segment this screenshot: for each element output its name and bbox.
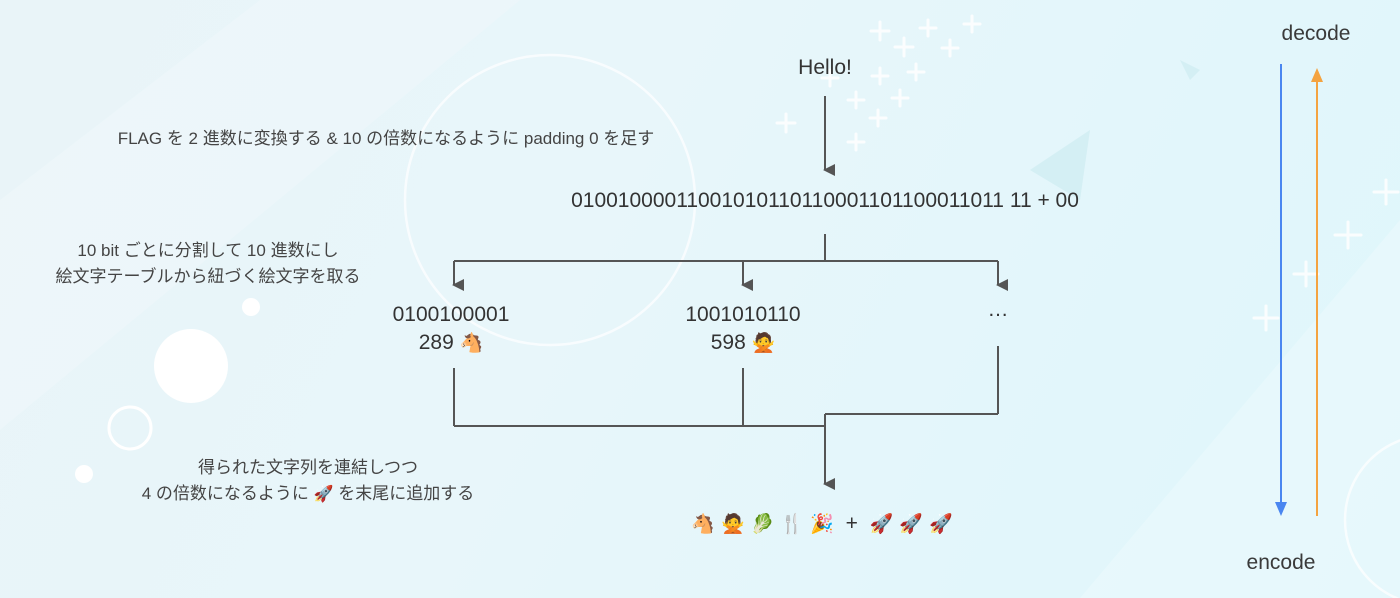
chunk-1-emoji: 🐴 (459, 332, 484, 354)
result-plus: + (845, 512, 858, 535)
note-split-line2: 絵文字テーブルから紐づく絵文字を取る (55, 267, 361, 286)
chunk-1-value-row: 289 🐴 (393, 329, 510, 357)
note-split-line1: 10 bit ごとに分割して 10 進数にし (77, 241, 339, 260)
note-join-line1: 得られた文字列を連結しつつ (198, 458, 418, 477)
chunk-ellipsis: … (987, 298, 1009, 321)
chunk-1-value: 289 (418, 331, 454, 354)
note-split: 10 bit ごとに分割して 10 進数にし 絵文字テーブルから紐づく絵文字を取… (56, 238, 361, 290)
rocket-icon: 🚀 (313, 484, 334, 503)
result-row: 🐴 🙅 🥬 🍴 🎉 + 🚀 🚀 🚀 (691, 510, 952, 538)
chunk-2-bits: 1001010110 (685, 303, 801, 326)
chunk-2: 1001010110 598 🙅 (685, 301, 800, 357)
decode-label: decode (1281, 22, 1351, 45)
chunk-1: 0100100001 289 🐴 (393, 301, 510, 357)
chunk-2-value-row: 598 🙅 (685, 329, 800, 357)
binary-line: 01001000011001010110110001101100011011 1… (571, 189, 1079, 212)
source-text: Hello! (798, 56, 852, 79)
encode-label: encode (1246, 551, 1316, 574)
result-padding: 🚀 🚀 🚀 (869, 513, 953, 535)
result-emojis: 🐴 🙅 🥬 🍴 🎉 (691, 513, 834, 535)
note-to-binary: FLAG を 2 進数に変換する & 10 の倍数になるように padding … (117, 129, 655, 148)
chunk-2-value: 598 (710, 331, 746, 354)
note-join-line2: 4 の倍数になるように 🚀 を末尾に追加する (142, 481, 475, 507)
chunk-2-emoji: 🙅 (751, 332, 776, 354)
chunk-1-bits: 0100100001 (392, 303, 510, 326)
note-join: 得られた文字列を連結しつつ 4 の倍数になるように 🚀 を末尾に追加する (142, 455, 475, 507)
